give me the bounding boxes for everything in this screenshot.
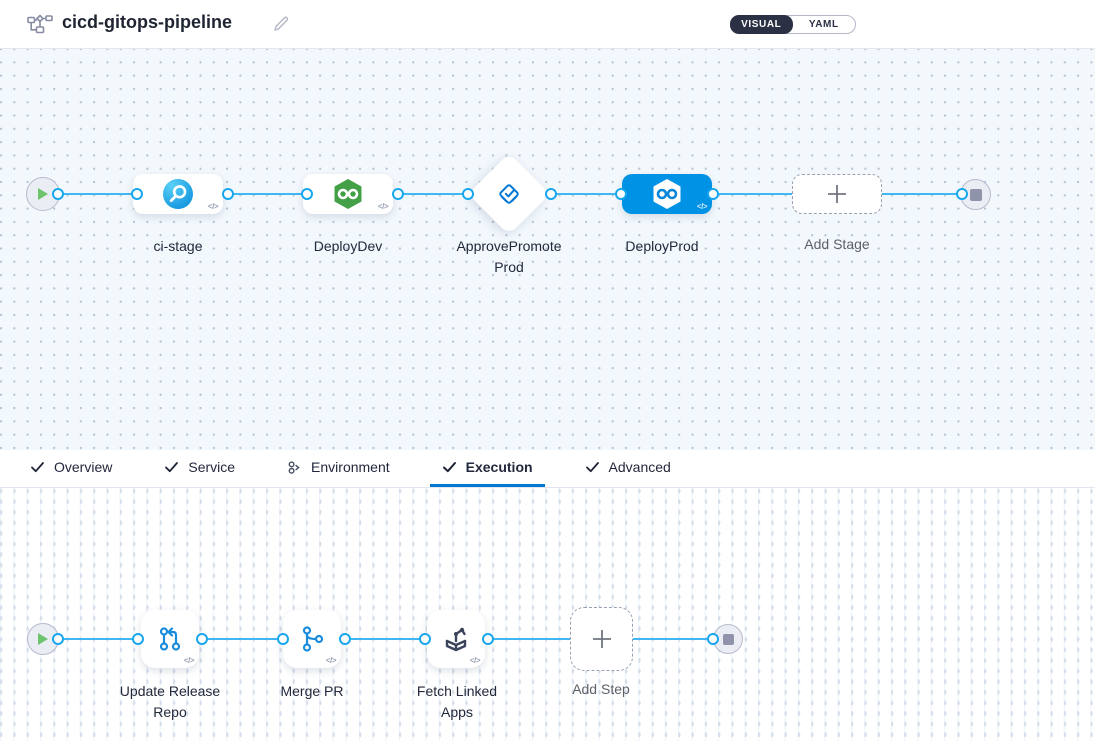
gitops-hexagon-icon bbox=[653, 179, 681, 209]
connector-port[interactable] bbox=[132, 633, 144, 645]
stage-label[interactable]: ApprovePromoteProd bbox=[456, 238, 562, 275]
update-release-repo-icon bbox=[159, 627, 181, 651]
connector-line bbox=[58, 638, 713, 640]
visual-yaml-toggle: VISUAL YAML bbox=[730, 15, 856, 34]
step-node-update-release-repo[interactable]: </> bbox=[141, 610, 199, 668]
check-icon bbox=[585, 462, 599, 473]
code-badge: </> bbox=[377, 202, 389, 211]
code-badge: </> bbox=[696, 202, 708, 211]
code-badge: </> bbox=[207, 202, 219, 211]
connector-port[interactable] bbox=[52, 633, 64, 645]
fetch-linked-apps-icon bbox=[445, 627, 467, 652]
tab-label: Environment bbox=[311, 459, 390, 475]
stage-config-tabs: Overview Service Environment Execution A… bbox=[0, 450, 1095, 488]
plus-icon bbox=[592, 630, 611, 648]
tab-label: Execution bbox=[465, 459, 533, 475]
execution-end-node bbox=[713, 624, 743, 654]
plus-icon bbox=[828, 185, 846, 203]
gitops-hexagon-icon bbox=[334, 179, 362, 209]
toggle-yaml[interactable]: YAML bbox=[808, 19, 839, 30]
stage-node-ci-stage[interactable]: </> bbox=[133, 174, 223, 214]
add-stage-button[interactable] bbox=[792, 174, 882, 214]
check-icon bbox=[31, 462, 44, 473]
step-label[interactable]: Update Release Repo bbox=[119, 683, 221, 720]
tab-label: Advanced bbox=[608, 459, 671, 475]
execution-graph-canvas[interactable]: </> Update Release Repo </> Merge PR bbox=[0, 488, 1095, 741]
step-node-merge-pr[interactable]: </> bbox=[283, 610, 341, 668]
connector-port[interactable] bbox=[392, 188, 404, 200]
stage-label[interactable]: DeployDev bbox=[313, 238, 383, 254]
connector-port[interactable] bbox=[462, 188, 474, 200]
pipeline-start-node bbox=[26, 177, 60, 211]
tab-overview[interactable]: Overview bbox=[18, 450, 124, 487]
tab-service[interactable]: Service bbox=[152, 450, 247, 487]
stage-graph-canvas[interactable]: </> ci-stage </> DeployDev ApprovePromot… bbox=[0, 48, 1095, 450]
connector-port[interactable] bbox=[277, 633, 289, 645]
connector-port[interactable] bbox=[482, 633, 494, 645]
edit-icon[interactable] bbox=[272, 15, 290, 33]
approval-icon[interactable] bbox=[495, 180, 523, 208]
pipeline-icon bbox=[27, 14, 53, 34]
stage-label[interactable]: ci-stage bbox=[153, 238, 203, 254]
connector-port[interactable] bbox=[339, 633, 351, 645]
connector-port[interactable] bbox=[196, 633, 208, 645]
check-icon bbox=[165, 462, 179, 473]
stage-node-deployprod[interactable]: </> bbox=[622, 174, 712, 214]
tab-advanced[interactable]: Advanced bbox=[573, 450, 683, 487]
connector-port[interactable] bbox=[545, 188, 557, 200]
code-badge: </> bbox=[183, 656, 195, 665]
page-title: cicd-gitops-pipeline bbox=[62, 12, 233, 32]
step-label[interactable]: Merge PR bbox=[280, 683, 344, 699]
code-badge: </> bbox=[469, 656, 481, 665]
stage-label[interactable]: DeployProd bbox=[625, 238, 699, 254]
tab-label: Overview bbox=[54, 459, 113, 475]
connector-port[interactable] bbox=[222, 188, 234, 200]
connector-port[interactable] bbox=[707, 188, 719, 200]
step-label[interactable]: Fetch Linked Apps bbox=[416, 683, 498, 720]
toggle-visual[interactable]: VISUAL bbox=[730, 15, 793, 34]
code-badge: </> bbox=[325, 656, 337, 665]
add-step-button[interactable] bbox=[570, 607, 633, 671]
connector-port[interactable] bbox=[52, 188, 64, 200]
connector-port[interactable] bbox=[301, 188, 313, 200]
stop-icon bbox=[722, 633, 734, 645]
connector-port[interactable] bbox=[131, 188, 143, 200]
header: cicd-gitops-pipeline VISUAL YAML bbox=[0, 0, 1095, 49]
play-icon bbox=[38, 188, 48, 200]
check-icon bbox=[442, 462, 456, 473]
tab-execution[interactable]: Execution bbox=[429, 450, 545, 487]
play-icon bbox=[38, 633, 48, 645]
ci-circle-icon bbox=[163, 179, 193, 209]
tab-environment[interactable]: Environment bbox=[275, 450, 402, 487]
environment-icon bbox=[288, 460, 300, 474]
stop-icon bbox=[969, 188, 982, 201]
connector-port[interactable] bbox=[615, 188, 627, 200]
connector-port[interactable] bbox=[707, 633, 719, 645]
add-step-label[interactable]: Add Step bbox=[572, 681, 630, 697]
add-stage-label[interactable]: Add Stage bbox=[804, 236, 870, 252]
connector-port[interactable] bbox=[956, 188, 968, 200]
step-node-fetch-linked-apps[interactable]: </> bbox=[427, 610, 485, 668]
tab-label: Service bbox=[188, 459, 236, 475]
connector-port[interactable] bbox=[419, 633, 431, 645]
merge-pr-icon bbox=[302, 626, 324, 652]
stage-node-deploydev[interactable]: </> bbox=[303, 174, 393, 214]
